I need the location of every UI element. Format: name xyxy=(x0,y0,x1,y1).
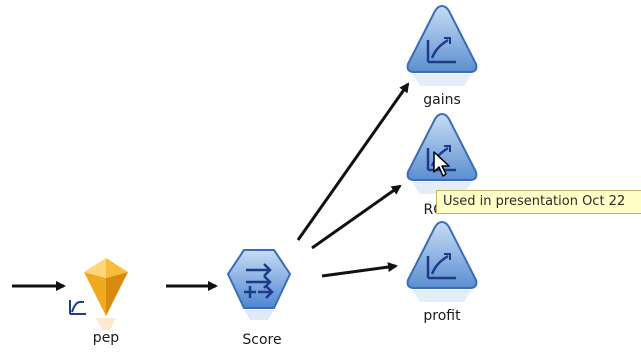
node-tooltip: Used in presentation Oct 22 xyxy=(436,190,641,214)
score-arrows-icon xyxy=(226,249,292,320)
arrow-score-to-gains xyxy=(296,82,410,241)
node-score[interactable]: Score xyxy=(224,248,294,348)
node-gains[interactable]: gains xyxy=(404,4,480,108)
node-roi[interactable]: ROI xyxy=(404,112,480,218)
arrow-score-to-roi xyxy=(311,184,402,250)
node-pep[interactable]: pep xyxy=(66,252,146,346)
node-label-pep: pep xyxy=(92,330,120,346)
model-nugget-icon xyxy=(68,258,128,330)
graph-line-icon xyxy=(406,112,478,194)
node-profit[interactable]: profit xyxy=(404,220,480,324)
node-label-score: Score xyxy=(242,332,282,348)
graph-line-icon xyxy=(406,4,478,86)
mouse-pointer-icon xyxy=(432,150,452,182)
graph-line-icon xyxy=(406,220,478,302)
arrow-score-to-profit xyxy=(321,262,398,278)
node-label-profit: profit xyxy=(423,308,461,324)
node-label-gains: gains xyxy=(423,92,461,108)
